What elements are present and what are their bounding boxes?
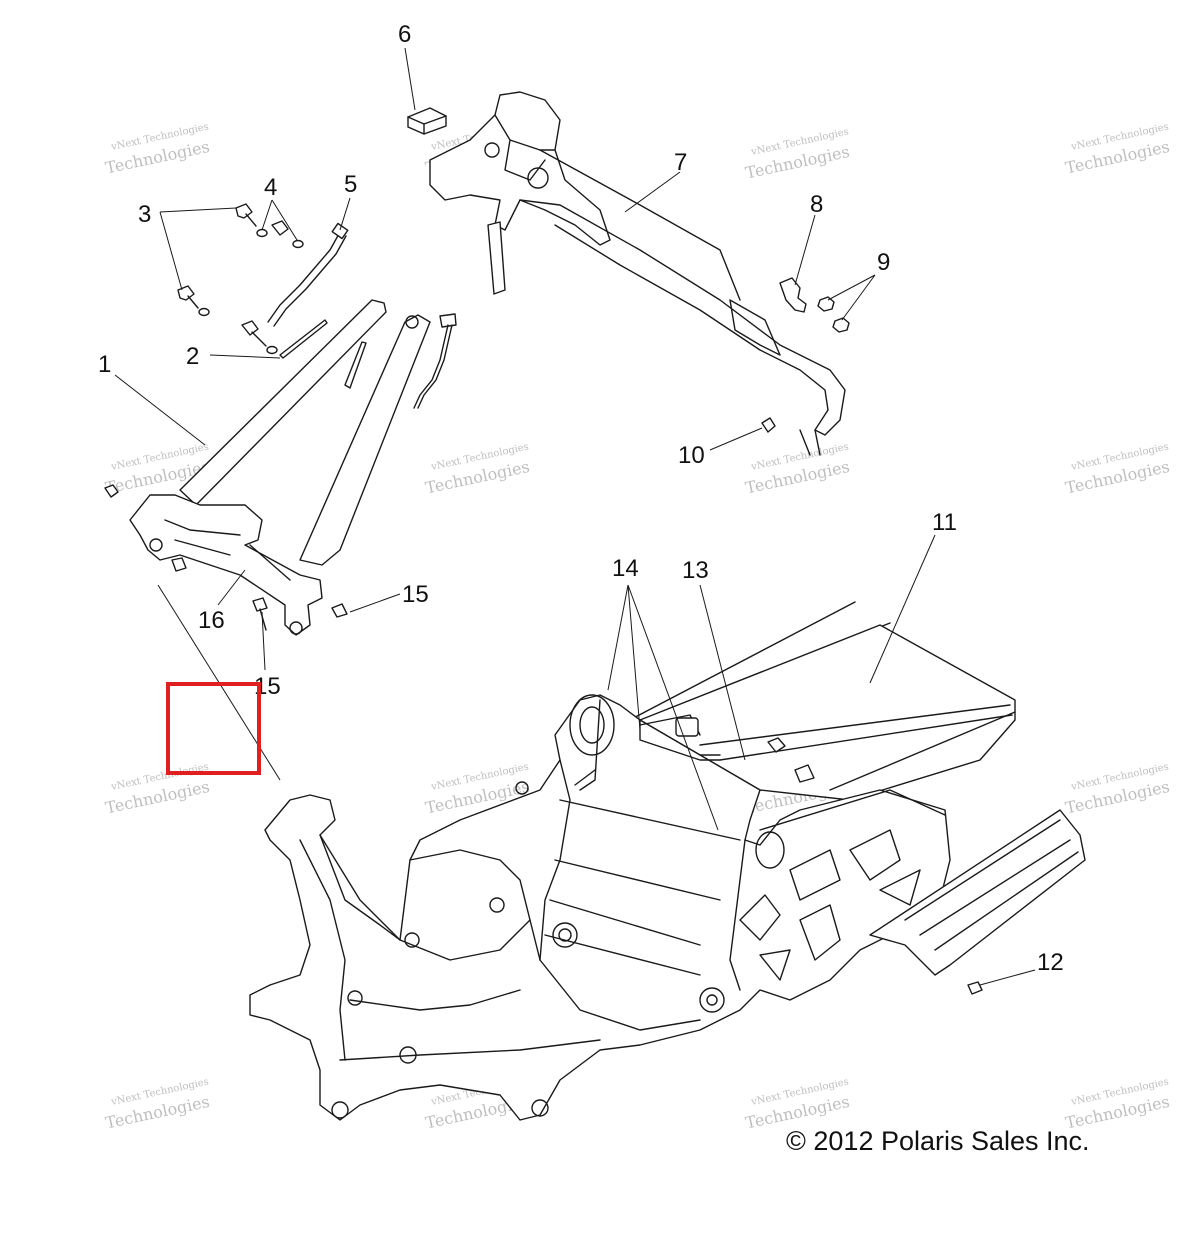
callout-15: 15 [402, 581, 429, 608]
highlight-box [166, 682, 261, 775]
callout-1: 1 [98, 351, 111, 378]
watermark: vNext Technologies Technologies [1064, 122, 1172, 178]
watermark: vNext Technologies Technologies [424, 442, 532, 498]
part-6-block [407, 107, 447, 135]
part-13-chassis-main [249, 694, 951, 1121]
part-8-clamp [779, 277, 807, 313]
watermark: vNext Technologies Technologies [104, 122, 212, 178]
watermark: vNext Technologies Technologies [1064, 442, 1172, 498]
callout-12: 12 [1037, 949, 1064, 976]
part-16-crossmember [104, 484, 348, 636]
callout-5: 5 [344, 171, 357, 198]
callout-13: 13 [682, 557, 709, 584]
copyright-text: © 2012 Polaris Sales Inc. [786, 1126, 1090, 1156]
callout-2: 2 [186, 343, 199, 370]
part-4-washers [241, 220, 304, 355]
watermark: vNext Technologies Technologies [1064, 762, 1172, 818]
part-12-running-board [869, 809, 1086, 995]
watermark: vNext Technologies Technologies [104, 1077, 212, 1133]
callout-8: 8 [810, 191, 823, 218]
callout-4: 4 [264, 174, 277, 201]
watermark: vNext Technologies Technologies [1064, 1077, 1172, 1133]
part-14-heat-exchanger [574, 754, 721, 786]
callout-3: 3 [138, 201, 151, 228]
watermark: vNext Technologies Technologies [744, 442, 852, 498]
callout-7: 7 [674, 149, 687, 176]
part-11-tunnel [599, 601, 1016, 801]
watermark: vNext Technologies Technologies [104, 762, 212, 818]
part-10-clip [761, 417, 776, 433]
part-2-strip [279, 319, 367, 389]
callout-6: 6 [398, 21, 411, 48]
callout-11: 11 [932, 509, 957, 536]
callouts: 1 2 3 4 5 6 7 8 9 10 11 12 13 14 15 15 1… [98, 21, 1064, 976]
part-5-sensor-cable [267, 222, 457, 409]
callout-14: 14 [612, 555, 639, 582]
callout-16: 16 [198, 607, 225, 634]
part-9-nuts [817, 296, 850, 333]
callout-9: 9 [877, 249, 890, 276]
watermark: vNext Technologies Technologies [744, 127, 852, 183]
part-1-front-tube [179, 299, 431, 566]
watermark: vNext Technologies Technologies [744, 1077, 852, 1133]
callout-10: 10 [678, 442, 705, 469]
part-3-bolts [177, 203, 257, 317]
part-7-steering-post [429, 91, 846, 456]
